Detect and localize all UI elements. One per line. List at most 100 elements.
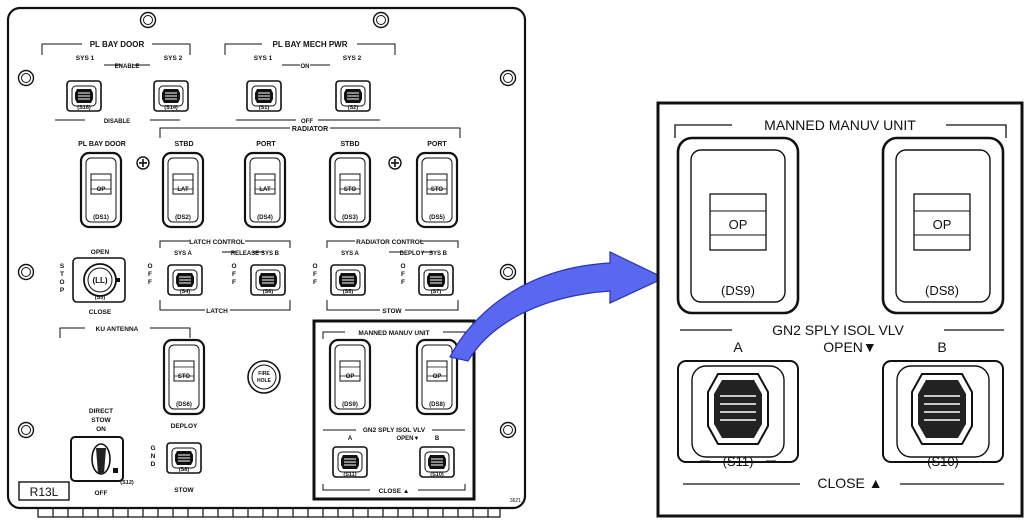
switch-s2[interactable]: (S2) bbox=[335, 80, 371, 112]
indicator-text: STO bbox=[431, 187, 444, 193]
indicator-text: OP bbox=[433, 374, 442, 380]
label-deploy-small: DEPLOY bbox=[400, 251, 425, 257]
label-port: PORT bbox=[256, 141, 276, 148]
label-release: RELEASE bbox=[231, 251, 259, 257]
indicator-ds3: STO (DS3) bbox=[328, 151, 372, 229]
zoom-label-close: CLOSE ▲ bbox=[817, 475, 882, 491]
indicator-ds1: OP (DS1) bbox=[79, 151, 123, 229]
switch-s7[interactable]: (S7) bbox=[418, 264, 454, 296]
switch-s5[interactable]: (S5) bbox=[330, 264, 366, 296]
label-sys2: SYS 2 bbox=[343, 55, 362, 62]
switch-label: (S5) bbox=[343, 289, 354, 295]
switch-s8[interactable]: (S8) bbox=[166, 442, 202, 474]
label-close-small: CLOSE ▲ bbox=[379, 488, 410, 495]
switch-s14[interactable]: (S14) bbox=[153, 80, 189, 112]
screw-icon bbox=[17, 69, 35, 87]
zoom-indicator-text: OP bbox=[729, 217, 748, 232]
switch-s10-small[interactable]: (S10) bbox=[419, 446, 455, 478]
indicator-code: (DS2) bbox=[175, 215, 191, 221]
screw-icon bbox=[372, 11, 390, 29]
label-disable: DISABLE bbox=[104, 119, 130, 125]
screw-icon bbox=[499, 69, 517, 87]
switch-label: (S10) bbox=[430, 472, 444, 478]
label-on: ON bbox=[301, 64, 310, 70]
indicator-code: (DS1) bbox=[93, 215, 109, 221]
label-sys-b: SYS B bbox=[261, 251, 280, 257]
switch-label: (S4) bbox=[180, 289, 191, 295]
label-sys1: SYS 1 bbox=[76, 55, 95, 62]
panel-id-label: R13L bbox=[18, 481, 70, 501]
label-on-direct: ON bbox=[96, 426, 106, 433]
zoom-indicator-ds9: OP (DS9) bbox=[676, 136, 800, 315]
indicator-text: LAT bbox=[259, 187, 271, 193]
group-title-pl-bay-mech-pwr: PL BAY MECH PWR bbox=[273, 40, 348, 49]
lever-switch-s12[interactable]: (S12) bbox=[70, 436, 134, 486]
zoom-switch-s11[interactable]: (S11) bbox=[677, 360, 799, 469]
zoom-indicator-ds8: OP (DS8) bbox=[881, 136, 1005, 315]
group-title-radiator: RADIATOR bbox=[292, 126, 328, 133]
indicator-text: OP bbox=[346, 374, 355, 380]
label-stbd: STBD bbox=[340, 141, 359, 148]
switch-s4[interactable]: (S4) bbox=[167, 264, 203, 296]
zoom-switch-label: (S11) bbox=[723, 454, 754, 469]
switch-label: (S1) bbox=[259, 105, 270, 111]
fire-hole-label: FIRE bbox=[258, 371, 270, 377]
label-stow-direct: STOW bbox=[91, 417, 111, 424]
label-sys-b: SYS B bbox=[429, 251, 448, 257]
group-title-ku-antenna: KU ANTENNA bbox=[96, 326, 139, 333]
gn2-label-small: GN2 SPLY ISOL VLV bbox=[363, 427, 426, 434]
indicator-code: (DS9) bbox=[342, 402, 358, 408]
switch-label: (S8) bbox=[179, 467, 190, 473]
screw-icon bbox=[17, 421, 35, 439]
switch-s1[interactable]: (S1) bbox=[246, 80, 282, 112]
screw-icon bbox=[499, 421, 517, 439]
zoom-indicator-text: OP bbox=[933, 217, 952, 232]
indicator-text: LAT bbox=[177, 187, 189, 193]
mmu-highlight-box: MANNED MANUV UNIT OP (DS9) OP (DS8) GN2 … bbox=[312, 319, 476, 501]
indicator-ds6: STO (DS6) bbox=[162, 338, 206, 416]
switch-s16[interactable]: (S16) bbox=[66, 80, 102, 112]
part-number: 3621 bbox=[510, 498, 521, 504]
indicator-ds2: LAT (DS2) bbox=[161, 151, 205, 229]
switch-label: (S12) bbox=[120, 480, 134, 486]
indicator-code: (DS4) bbox=[257, 215, 273, 221]
label-direct: DIRECT bbox=[89, 408, 113, 415]
fire-hole: FIRE HOLE bbox=[247, 360, 281, 394]
label-off-direct: OFF bbox=[95, 490, 108, 497]
zoom-panel: MANNED MANUV UNIT OP (DS9) OP (DS8) GN2 … bbox=[656, 101, 1024, 518]
label-enable: ENABLE bbox=[115, 64, 140, 70]
zoom-switch-s10[interactable]: (S10) bbox=[882, 360, 1004, 469]
label-stow: STOW bbox=[382, 308, 402, 315]
label-a-small: A bbox=[348, 436, 353, 442]
label-sys-a: SYS A bbox=[174, 251, 192, 257]
switch-s11-small[interactable]: (S11) bbox=[332, 446, 368, 478]
label-sys1: SYS 1 bbox=[254, 55, 273, 62]
zoom-switch-label: (S10) bbox=[927, 454, 959, 469]
label-stbd: STBD bbox=[174, 141, 193, 148]
switch-label: (S16) bbox=[77, 105, 91, 111]
plus-screw-icon bbox=[136, 156, 150, 170]
zoom-label-b: B bbox=[937, 339, 946, 355]
indicator-text: STO bbox=[178, 374, 191, 380]
label-stow-ku: STOW bbox=[174, 487, 194, 494]
rotary-label: (LL) bbox=[92, 276, 107, 285]
label-b-small: B bbox=[435, 436, 440, 442]
fire-hole-label: HOLE bbox=[257, 378, 272, 384]
plus-screw-icon bbox=[388, 156, 402, 170]
indicator-code: (DS3) bbox=[342, 215, 358, 221]
zoom-gn2-label: GN2 SPLY ISOL VLV bbox=[772, 322, 904, 338]
main-panel: PL BAY DOOR PL BAY MECH PWR SYS 1 SYS 2 … bbox=[6, 6, 527, 518]
switch-label: (S2) bbox=[348, 105, 359, 111]
label-latch: LATCH bbox=[206, 308, 228, 315]
rotary-switch-s3[interactable]: (LL) (S3) bbox=[72, 257, 126, 303]
indicator-code: (DS6) bbox=[176, 402, 192, 408]
group-title-pl-bay-door: PL BAY DOOR bbox=[90, 40, 145, 49]
label-pl-bay-door: PL BAY DOOR bbox=[78, 141, 126, 148]
mmu-title-small: MANNED MANUV UNIT bbox=[358, 330, 429, 337]
switch-s6[interactable]: (S6) bbox=[250, 264, 286, 296]
